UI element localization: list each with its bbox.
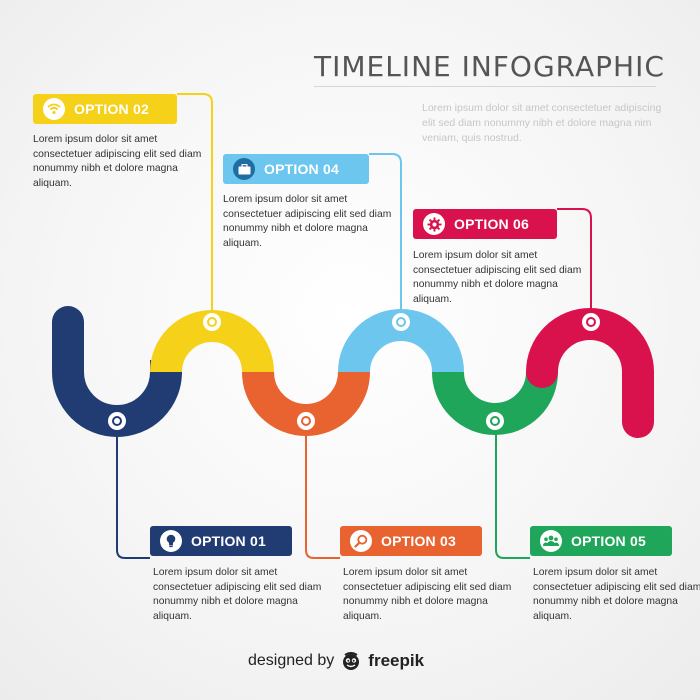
option-02-title: OPTION 02	[74, 101, 149, 117]
option-04-label: OPTION 04	[223, 154, 369, 184]
node-marker-opt05	[486, 412, 504, 430]
gear-icon	[423, 213, 445, 235]
option-03-label: OPTION 03	[340, 526, 482, 556]
intro-text: Lorem ipsum dolor sit amet consectetuer …	[422, 102, 662, 144]
node-marker-opt04	[392, 313, 410, 331]
connector-line-opt04	[369, 153, 402, 318]
node-marker-opt03	[297, 412, 315, 430]
connector-line-opt05	[495, 425, 530, 559]
option-06-text: Lorem ipsum dolor sit amet consectetuer …	[413, 250, 582, 305]
credit-brand: freepik	[368, 651, 425, 670]
option-05-text: Lorem ipsum dolor sit amet consectetuer …	[533, 567, 700, 622]
option-05-title: OPTION 05	[571, 533, 646, 549]
option-01-title: OPTION 01	[191, 533, 266, 549]
option-03-text: Lorem ipsum dolor sit amet consectetuer …	[343, 567, 512, 622]
credit-prefix: designed by	[248, 652, 335, 669]
node-marker-opt02	[203, 313, 221, 331]
lightbulb-icon	[160, 530, 182, 552]
wifi-icon	[43, 98, 65, 120]
option-06-label: OPTION 06	[413, 209, 557, 239]
option-04-title: OPTION 04	[264, 161, 339, 177]
option-01-label: OPTION 01	[150, 526, 292, 556]
option-02-label: OPTION 02	[33, 94, 177, 124]
option-04-text: Lorem ipsum dolor sit amet consectetuer …	[223, 194, 392, 249]
connector-line-opt02	[177, 93, 213, 318]
search-icon	[350, 530, 372, 552]
wave-segment-opt02	[150, 310, 274, 373]
connector-line-opt06	[557, 208, 592, 318]
team-icon	[540, 530, 562, 552]
option-01-text: Lorem ipsum dolor sit amet consectetuer …	[153, 567, 322, 622]
wave-segment-opt04	[338, 309, 464, 373]
wave-segment-opt06	[526, 308, 654, 438]
node-marker-opt01	[108, 412, 126, 430]
credit-line: designed by freepik	[248, 650, 424, 672]
option-02-text: Lorem ipsum dolor sit amet consectetuer …	[33, 134, 202, 189]
connector-line-opt01	[116, 425, 150, 559]
title-divider	[314, 86, 656, 87]
connector-line-opt03	[305, 425, 340, 559]
freepik-logo-icon	[343, 652, 360, 670]
option-03-title: OPTION 03	[381, 533, 456, 549]
option-05-label: OPTION 05	[530, 526, 672, 556]
option-06-title: OPTION 06	[454, 216, 529, 232]
page-title: TIMELINE INFOGRAPHIC	[314, 50, 665, 83]
briefcase-icon	[233, 158, 255, 180]
node-marker-opt06	[582, 313, 600, 331]
